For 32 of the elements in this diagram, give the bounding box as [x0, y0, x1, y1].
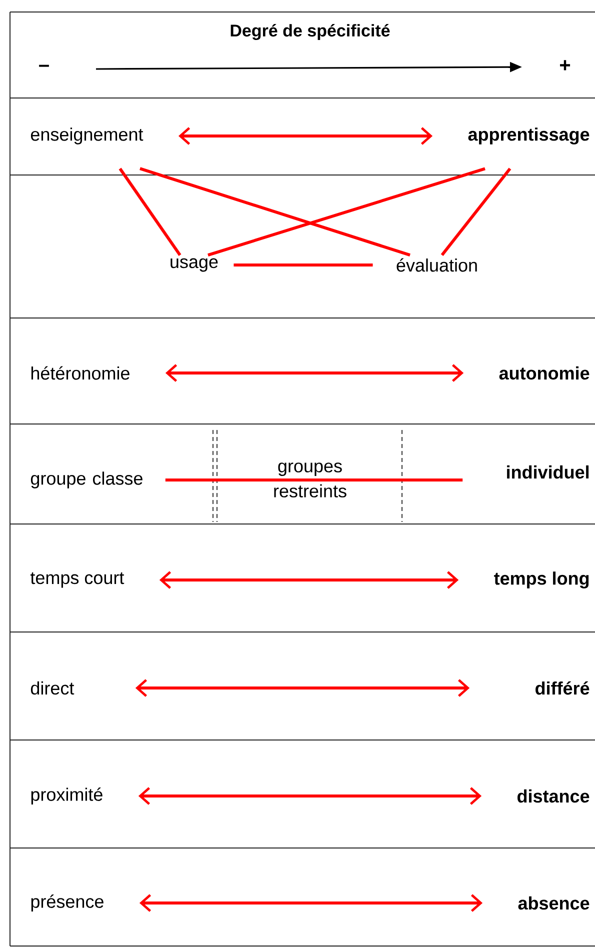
term-label: évaluation — [396, 258, 477, 272]
connector-line — [118, 168, 182, 256]
term-label: proximité — [31, 788, 102, 804]
term-label: hétéronomie — [31, 366, 130, 380]
term-label: usage — [170, 258, 218, 272]
term-label: temps court — [30, 572, 124, 588]
term-label: autonomie — [499, 366, 590, 380]
term-label: enseignement — [30, 128, 144, 144]
connector-line — [165, 478, 463, 482]
term-label: différé — [536, 681, 590, 695]
double-arrow — [178, 127, 433, 145]
term-label: individuel — [507, 465, 589, 479]
term-label: temps long — [494, 572, 589, 588]
term-label: direct — [30, 681, 74, 695]
term-label: absence — [518, 896, 590, 910]
scale-sign: – — [39, 64, 49, 67]
double-arrow — [159, 571, 459, 589]
double-arrow — [165, 364, 464, 382]
term-label: apprentissage — [468, 128, 590, 144]
connector-line — [440, 168, 512, 256]
connector-line — [234, 264, 373, 266]
connector-line — [140, 167, 410, 257]
term-label: groupe classe — [30, 472, 142, 488]
connector-line — [208, 167, 486, 257]
scale-sign: + — [560, 60, 570, 70]
term-label: groupes restreints — [274, 462, 346, 498]
heading: Degré de spécificité — [230, 24, 390, 40]
double-arrow — [135, 679, 470, 697]
term-label: distance — [518, 789, 590, 803]
double-arrow — [138, 787, 482, 805]
term-label: présence — [31, 894, 104, 912]
double-arrow — [139, 894, 483, 912]
